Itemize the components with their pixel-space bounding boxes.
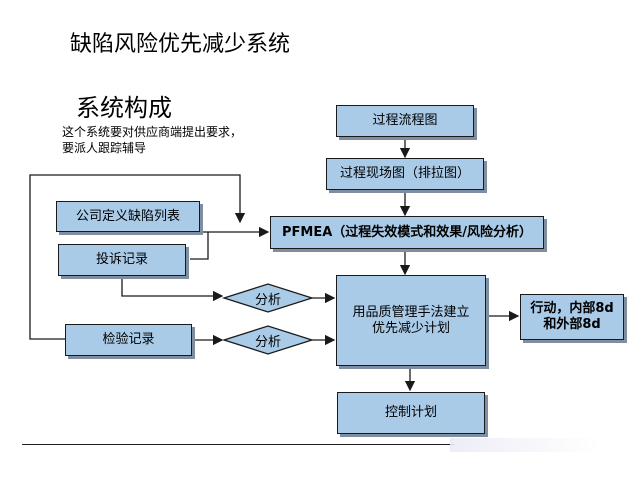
bottom-divider [22,444,454,445]
complaint-record-label: 投诉记录 [95,252,148,267]
analysis-diamond-1 [221,283,315,313]
action-label: 行动，内部8d和外部8d [530,301,614,332]
analysis-label-2: 分析 [254,334,281,350]
defect-list-box: 公司定义缺陷列表 [56,201,200,232]
process-site-label: 过程现场图（排拉图） [339,166,470,181]
pfmea-label: PFMEA（过程失效模式和效果/风险分析） [281,224,533,240]
complaint-record-box: 投诉记录 [58,244,186,276]
inspection-record-box: 检验记录 [65,324,192,356]
process-site-box: 过程现场图（排拉图） [326,158,484,190]
section-subtitle: 系统构成 [76,94,172,122]
action-box: 行动，内部8d和外部8d [520,294,624,340]
quality-plan-box: 用品质管理手法建立优先减少计划 [336,275,486,366]
analysis-diamond-2 [221,325,315,355]
line-inspection-loop [29,174,246,340]
inspection-record-label: 检验记录 [102,332,155,347]
quality-plan-label: 用品质管理手法建立优先减少计划 [352,304,470,336]
arrow-complaint-to-analysis [121,276,224,302]
system-note: 这个系统要对供应商端提出要求，要派人跟踪辅导 [62,125,243,155]
page-title: 缺陷风险优先减少系统 [70,32,291,57]
bottom-fade [450,438,600,452]
analysis-label-1: 分析 [254,292,281,308]
control-plan-label: 控制计划 [384,405,437,420]
pfmea-box: PFMEA（过程失效模式和效果/风险分析） [270,216,544,249]
process-flow-box: 过程流程图 [336,105,474,137]
defect-list-label: 公司定义缺陷列表 [75,208,180,224]
line-complaint-to-pfmea [190,232,209,260]
control-plan-box: 控制计划 [337,392,485,434]
process-flow-label: 过程流程图 [372,113,438,128]
